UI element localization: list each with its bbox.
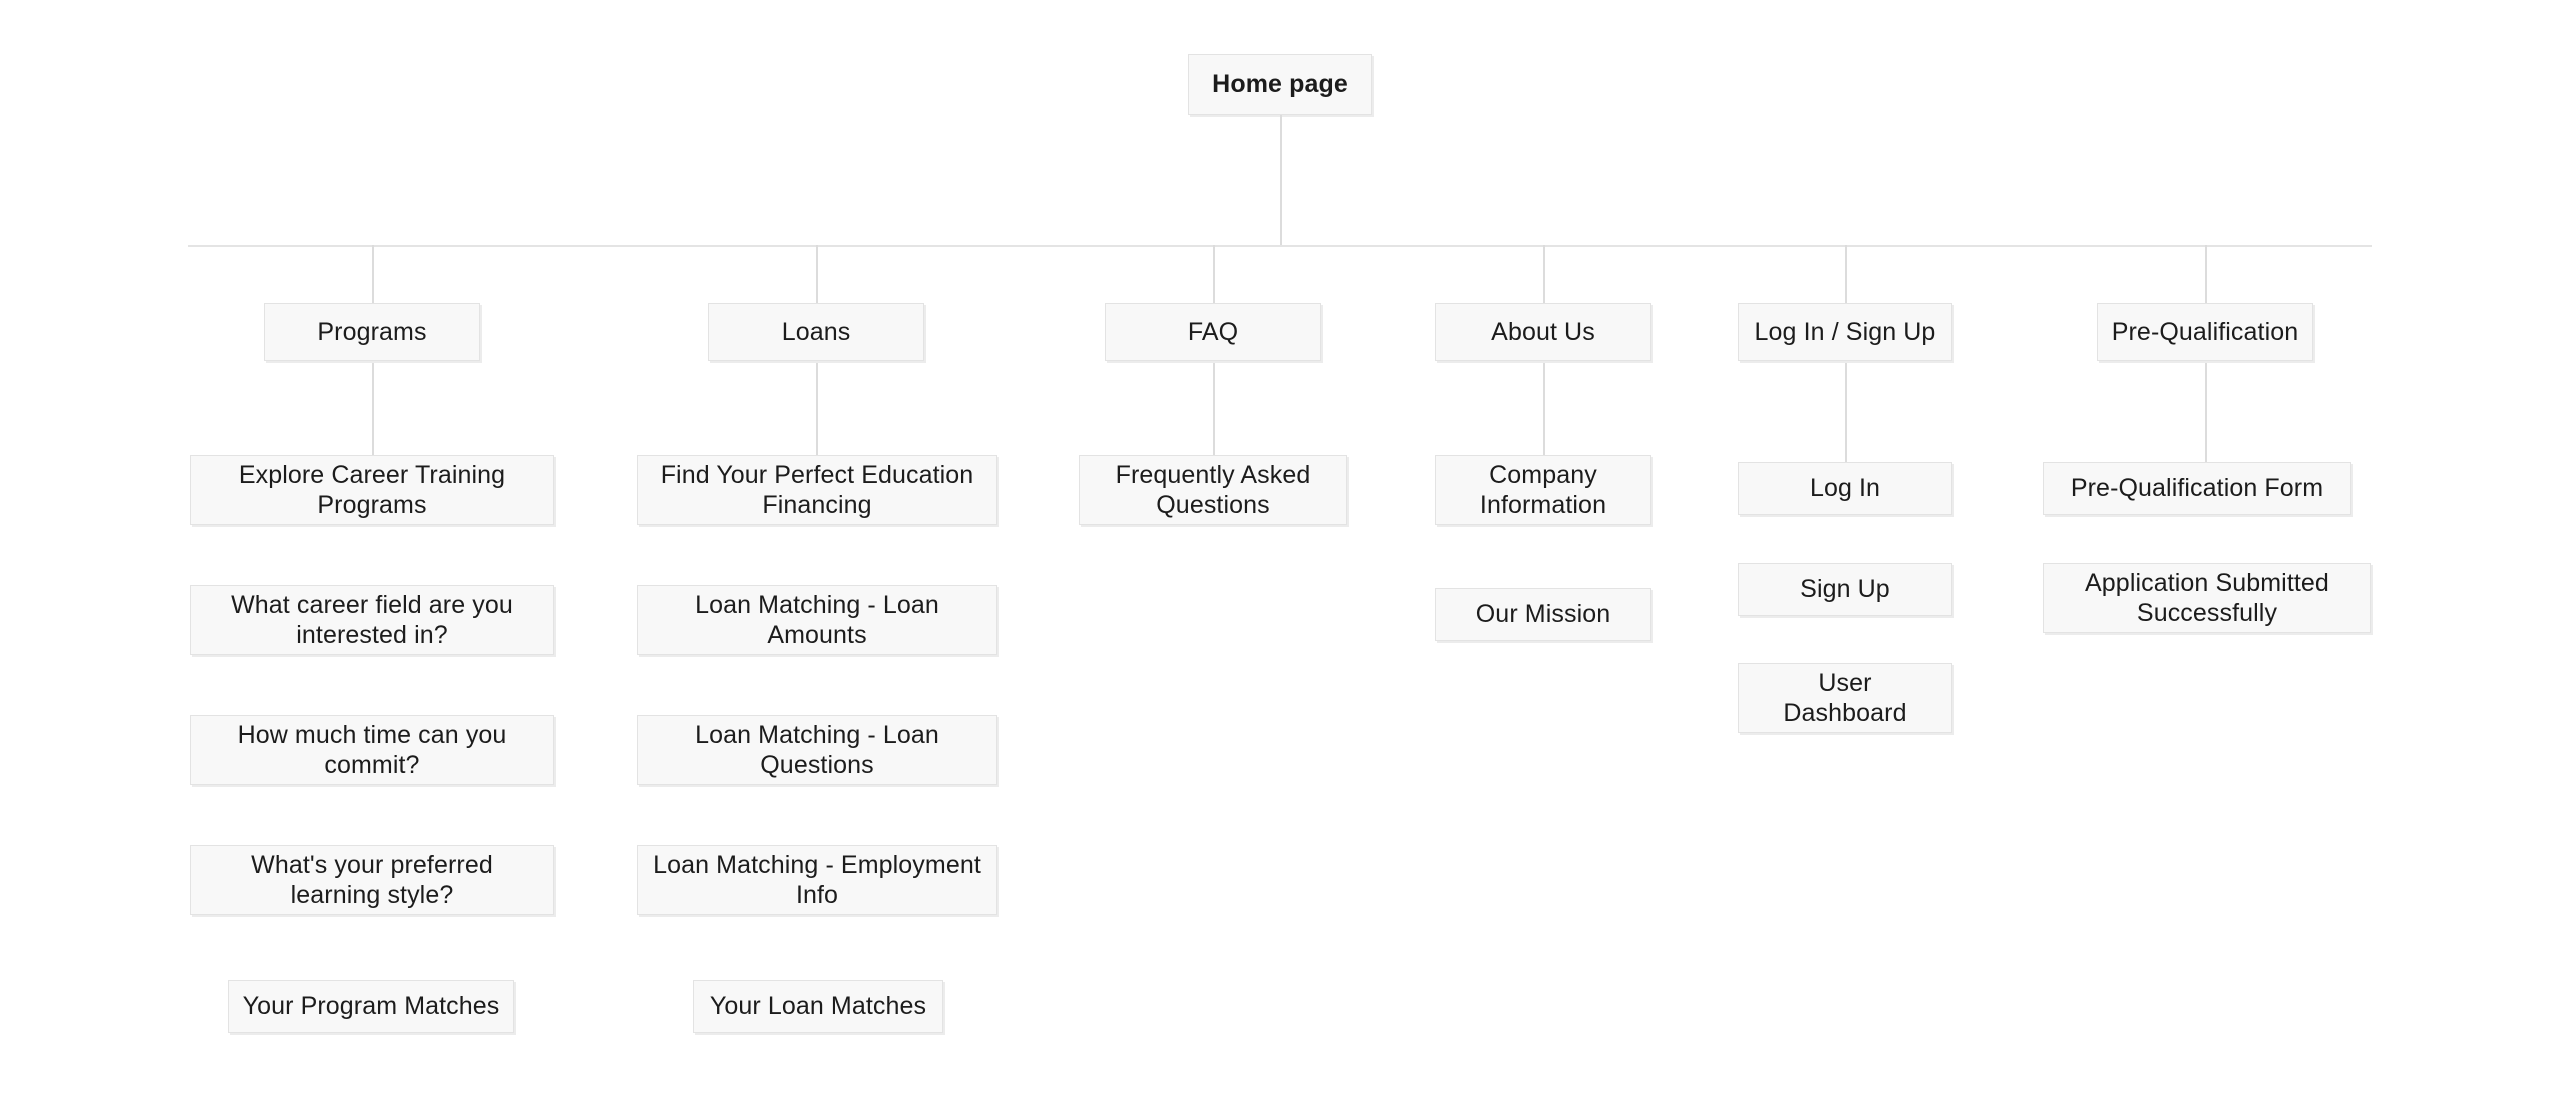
node-about-us[interactable]: About Us	[1435, 303, 1651, 361]
node-label: Explore Career Training Programs	[238, 460, 506, 520]
connector-horizontal-bus	[188, 245, 2372, 247]
node-label: Pre-Qualification Form	[2070, 474, 2324, 503]
node-loans[interactable]: Loans	[708, 303, 924, 361]
connector-child-pre-qualification	[2205, 361, 2207, 463]
node-loan-matching-loan-amounts[interactable]: Loan Matching - Loan Amounts	[637, 585, 997, 655]
node-label: Log In / Sign Up	[1754, 317, 1936, 346]
node-frequently-asked-questions[interactable]: Frequently Asked Questions	[1079, 455, 1347, 525]
node-label: Loan Matching - Employment Info	[653, 850, 981, 910]
node-log-in-sign-up[interactable]: Log In / Sign Up	[1738, 303, 1952, 361]
connector-drop-loans	[816, 245, 818, 303]
node-how-much-time-can-you-commit[interactable]: How much time can you commit?	[190, 715, 554, 785]
node-label: Home page	[1212, 70, 1348, 99]
node-our-mission[interactable]: Our Mission	[1435, 588, 1651, 641]
node-label: Your Loan Matches	[709, 992, 927, 1021]
node-what-career-field-are-you-interested-in[interactable]: What career field are you interested in?	[190, 585, 554, 655]
node-label: Loan Matching - Loan Amounts	[695, 590, 939, 650]
node-label: User Dashboard	[1783, 668, 1907, 728]
connector-drop-pre-qualification	[2205, 245, 2207, 303]
node-label: Your Program Matches	[242, 992, 500, 1021]
node-label: Loan Matching - Loan Questions	[695, 720, 939, 780]
node-label: Loans	[781, 317, 851, 346]
node-label: Application Submitted Successfully	[2085, 568, 2329, 628]
node-label: About Us	[1491, 317, 1595, 346]
connector-child-programs	[372, 361, 374, 456]
node-label: Programs	[317, 317, 427, 346]
connector-drop-programs	[372, 245, 374, 303]
node-pre-qualification[interactable]: Pre-Qualification	[2097, 303, 2313, 361]
node-loan-matching-loan-questions[interactable]: Loan Matching - Loan Questions	[637, 715, 997, 785]
node-application-submitted-successfully[interactable]: Application Submitted Successfully	[2043, 563, 2371, 633]
node-label: FAQ	[1187, 317, 1239, 346]
node-company-information[interactable]: Company Information	[1435, 455, 1651, 525]
node-explore-career-training-programs[interactable]: Explore Career Training Programs	[190, 455, 554, 525]
connector-drop-faq	[1213, 245, 1215, 303]
node-find-your-perfect-education-financing[interactable]: Find Your Perfect Education Financing	[637, 455, 997, 525]
node-programs[interactable]: Programs	[264, 303, 480, 361]
node-label: What's your preferred learning style?	[251, 850, 493, 910]
connector-child-loans	[816, 361, 818, 456]
node-what-s-your-preferred-learning-style[interactable]: What's your preferred learning style?	[190, 845, 554, 915]
connector-root-trunk	[1280, 115, 1282, 246]
connector-child-faq	[1213, 361, 1215, 456]
node-label: Company Information	[1479, 460, 1607, 520]
node-pre-qualification-form[interactable]: Pre-Qualification Form	[2043, 462, 2351, 515]
connector-drop-log-in-sign-up	[1845, 245, 1847, 303]
node-label: Find Your Perfect Education Financing	[660, 460, 974, 520]
connector-child-about-us	[1543, 361, 1545, 456]
node-sign-up[interactable]: Sign Up	[1738, 563, 1952, 616]
node-label: Sign Up	[1800, 575, 1890, 604]
node-your-loan-matches[interactable]: Your Loan Matches	[693, 980, 943, 1033]
node-label: What career field are you interested in?	[231, 590, 513, 650]
node-label: Pre-Qualification	[2111, 317, 2299, 346]
node-label: Log In	[1809, 474, 1881, 503]
node-your-program-matches[interactable]: Your Program Matches	[228, 980, 514, 1033]
connector-drop-about-us	[1543, 245, 1545, 303]
node-label: Frequently Asked Questions	[1115, 460, 1311, 520]
node-faq[interactable]: FAQ	[1105, 303, 1321, 361]
connector-child-log-in-sign-up	[1845, 361, 1847, 463]
node-loan-matching-employment-info[interactable]: Loan Matching - Employment Info	[637, 845, 997, 915]
node-log-in[interactable]: Log In	[1738, 462, 1952, 515]
node-label: Our Mission	[1475, 600, 1611, 629]
node-user-dashboard[interactable]: User Dashboard	[1738, 663, 1952, 733]
node-home-page[interactable]: Home page	[1188, 54, 1372, 115]
node-label: How much time can you commit?	[237, 720, 507, 780]
